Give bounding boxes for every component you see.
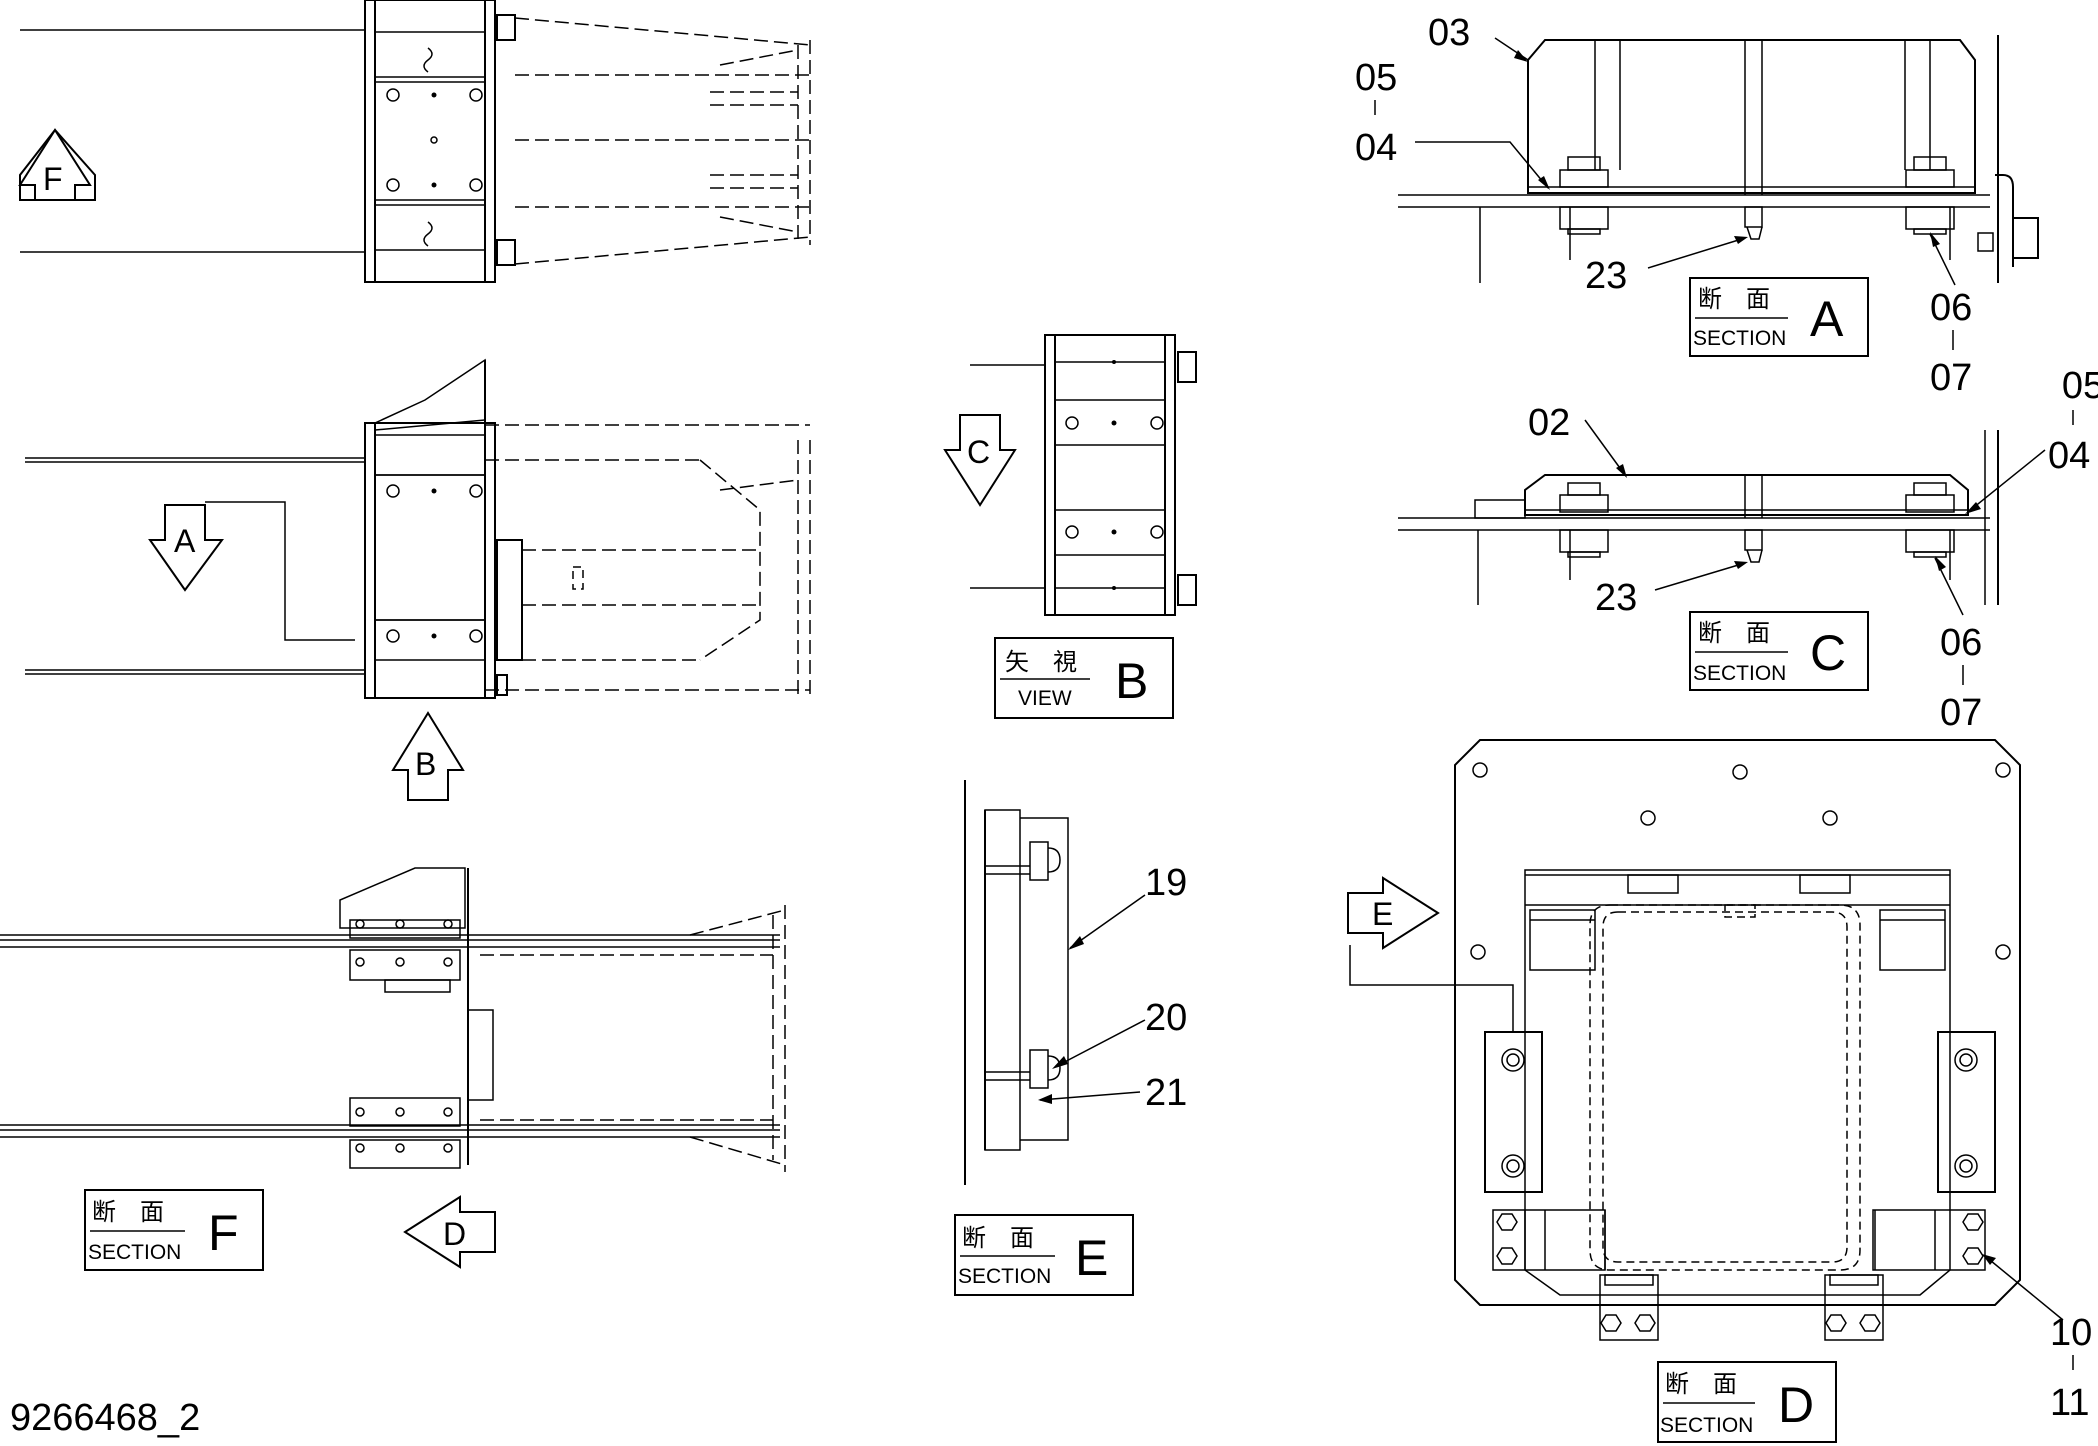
view-section-f <box>0 867 786 1172</box>
title-en-section-e: SECTION <box>958 1265 1051 1288</box>
title-jp-section-e: 断 面 <box>962 1225 1034 1252</box>
callouts-e: 19 20 21 <box>1038 862 1187 1114</box>
view-arrow-c: C <box>943 414 1017 507</box>
callout-19: 19 <box>1145 862 1187 904</box>
title-box-section-a: 断 面 SECTION A <box>1689 277 1869 357</box>
callout-07-b: 07 <box>1940 692 1982 734</box>
title-box-section-d: 断 面 SECTION D <box>1657 1361 1837 1443</box>
view-middle-left <box>25 358 811 700</box>
view-top-left <box>20 0 811 283</box>
title-letter-view-b: B <box>1115 653 1148 709</box>
callout-11: 11 <box>2050 1382 2089 1424</box>
callout-07-a: 07 <box>1930 357 1972 399</box>
callout-10: 10 <box>2050 1312 2092 1354</box>
title-en-section-a: SECTION <box>1693 327 1786 350</box>
callouts-section-d: 10 11 <box>1982 1254 2092 1424</box>
callout-23-a: 23 <box>1585 255 1627 297</box>
view-arrow-b: B <box>391 711 465 801</box>
title-jp-view-b: 矢 視 <box>1005 649 1077 676</box>
title-en-section-f: SECTION <box>88 1241 181 1264</box>
drawing-number: 9266468_2 <box>10 1397 200 1439</box>
title-letter-section-d: D <box>1778 1377 1814 1433</box>
callout-06-b: 06 <box>1940 622 1982 664</box>
callout-05-a: 05 <box>1355 57 1397 99</box>
callout-02: 02 <box>1528 402 1570 444</box>
arrow-label-b: B <box>415 746 436 782</box>
arrow-label-f: F <box>43 161 63 197</box>
title-jp-section-f: 断 面 <box>92 1199 164 1226</box>
title-en-section-d: SECTION <box>1660 1414 1753 1437</box>
arrow-label-d: D <box>443 1216 466 1252</box>
arrow-label-c: C <box>967 434 990 470</box>
title-jp-section-d: 断 面 <box>1665 1371 1737 1398</box>
view-arrow-e: E <box>1347 876 1514 1032</box>
callout-04-b: 04 <box>2048 435 2090 477</box>
callout-06-a: 06 <box>1930 287 1972 329</box>
view-arrow-d: D <box>403 1195 496 1269</box>
title-letter-section-f: F <box>208 1205 239 1261</box>
title-box-section-c: 断 面 SECTION C <box>1689 611 1869 691</box>
title-box-section-f: 断 面 SECTION F <box>84 1189 264 1271</box>
callout-05-b: 05 <box>2062 365 2098 407</box>
view-section-d <box>1454 739 2021 1341</box>
callout-20: 20 <box>1145 997 1187 1039</box>
title-letter-section-a: A <box>1810 291 1844 347</box>
view-section-c <box>1398 430 1999 605</box>
title-letter-section-e: E <box>1075 1230 1108 1286</box>
callout-04-a: 04 <box>1355 127 1397 169</box>
view-section-e <box>964 780 1069 1185</box>
view-arrow-a: A <box>148 501 355 641</box>
callout-03: 03 <box>1428 12 1470 54</box>
view-b <box>970 334 1197 616</box>
title-box-view-b: 矢 視 VIEW B <box>994 637 1174 719</box>
title-jp-section-a: 断 面 <box>1698 286 1770 313</box>
callout-23-b: 23 <box>1595 577 1637 619</box>
view-arrow-f: F <box>18 128 96 201</box>
view-section-a <box>1398 35 2039 283</box>
title-box-section-e: 断 面 SECTION E <box>954 1214 1134 1296</box>
arrow-label-a: A <box>174 523 196 559</box>
callout-21: 21 <box>1145 1072 1187 1114</box>
arrow-label-e: E <box>1372 896 1393 932</box>
title-jp-section-c: 断 面 <box>1698 620 1770 647</box>
title-en-section-c: SECTION <box>1693 662 1786 685</box>
callouts-section-c: 02 05 04 23 06 07 <box>1528 365 2098 734</box>
title-letter-section-c: C <box>1810 625 1846 681</box>
title-en-view-b: VIEW <box>1018 687 1072 710</box>
callouts-section-a: 03 05 04 23 06 07 <box>1355 12 1972 399</box>
